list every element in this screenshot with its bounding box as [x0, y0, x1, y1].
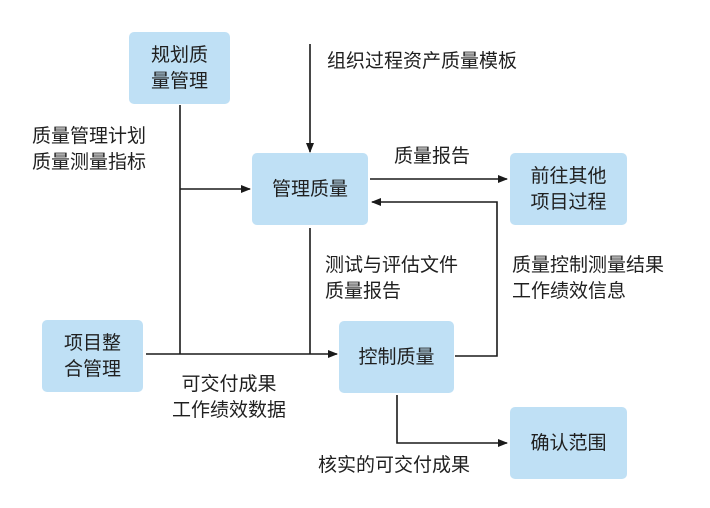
node-other-processes[interactable]: 前往其他 项目过程	[510, 153, 627, 225]
label-org-assets: 组织过程资产质量模板	[327, 50, 518, 72]
node-manage-quality[interactable]: 管理质量	[252, 153, 368, 225]
node-project-integration[interactable]: 项目整 合管理	[42, 320, 143, 392]
label-test-docs: 测试与评估文件 质量报告	[325, 254, 459, 302]
label-quality-reports: 质量报告	[394, 145, 471, 167]
label-control-results: 质量控制测量结果 工作绩效信息	[512, 254, 665, 302]
node-control-quality[interactable]: 控制质量	[339, 321, 454, 393]
label-plan-outputs: 质量管理计划 质量测量指标	[32, 125, 147, 173]
node-plan-quality[interactable]: 规划质 量管理	[129, 32, 230, 104]
label-verified-deliverables: 核实的可交付成果	[318, 454, 471, 476]
arrow-control-to-manage	[371, 198, 498, 357]
arrow-control-to-scope	[396, 395, 508, 447]
node-validate-scope[interactable]: 确认范围	[510, 407, 627, 479]
label-deliverables: 可交付成果 工作绩效数据	[172, 373, 287, 421]
